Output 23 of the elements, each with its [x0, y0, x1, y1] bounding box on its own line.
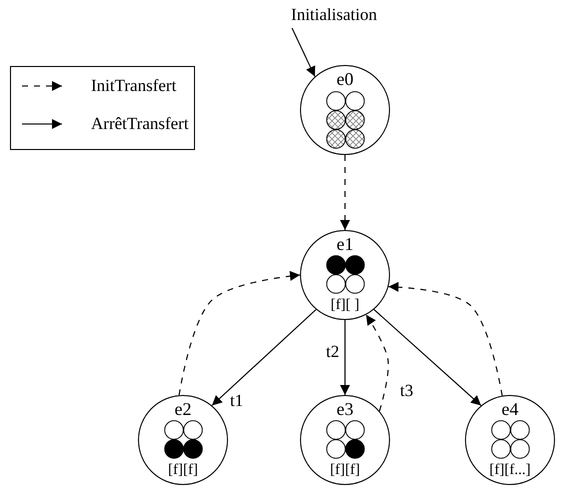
dashed-arrow	[178, 270, 300, 396]
state-name: e2	[174, 400, 192, 418]
state-name: e3	[336, 400, 354, 418]
buffer-label: [f][f...]	[489, 463, 531, 478]
arrow	[374, 309, 482, 406]
dashed-arrow	[366, 314, 389, 412]
state-label: Initialisation	[291, 6, 377, 23]
buffer-label: [f][f]	[168, 463, 198, 478]
legend-text: ArrêtTransfert	[91, 115, 189, 132]
dashed-arrow	[340, 155, 350, 230]
state-name: e4	[502, 400, 518, 418]
legend-text: InitTransfert	[91, 77, 176, 94]
dashed-arrow	[388, 282, 503, 396]
state-name: e0	[336, 70, 354, 88]
arrow	[292, 28, 316, 77]
state-name: e1	[336, 235, 354, 253]
edge-label: t2	[326, 343, 340, 360]
arrow	[340, 320, 350, 395]
edge-label: t3	[400, 382, 414, 399]
arrow	[212, 309, 316, 406]
buffer-label: [f][f]	[330, 463, 360, 478]
buffer-label: [f][ ]	[330, 298, 360, 313]
edge-label: t1	[230, 392, 244, 409]
